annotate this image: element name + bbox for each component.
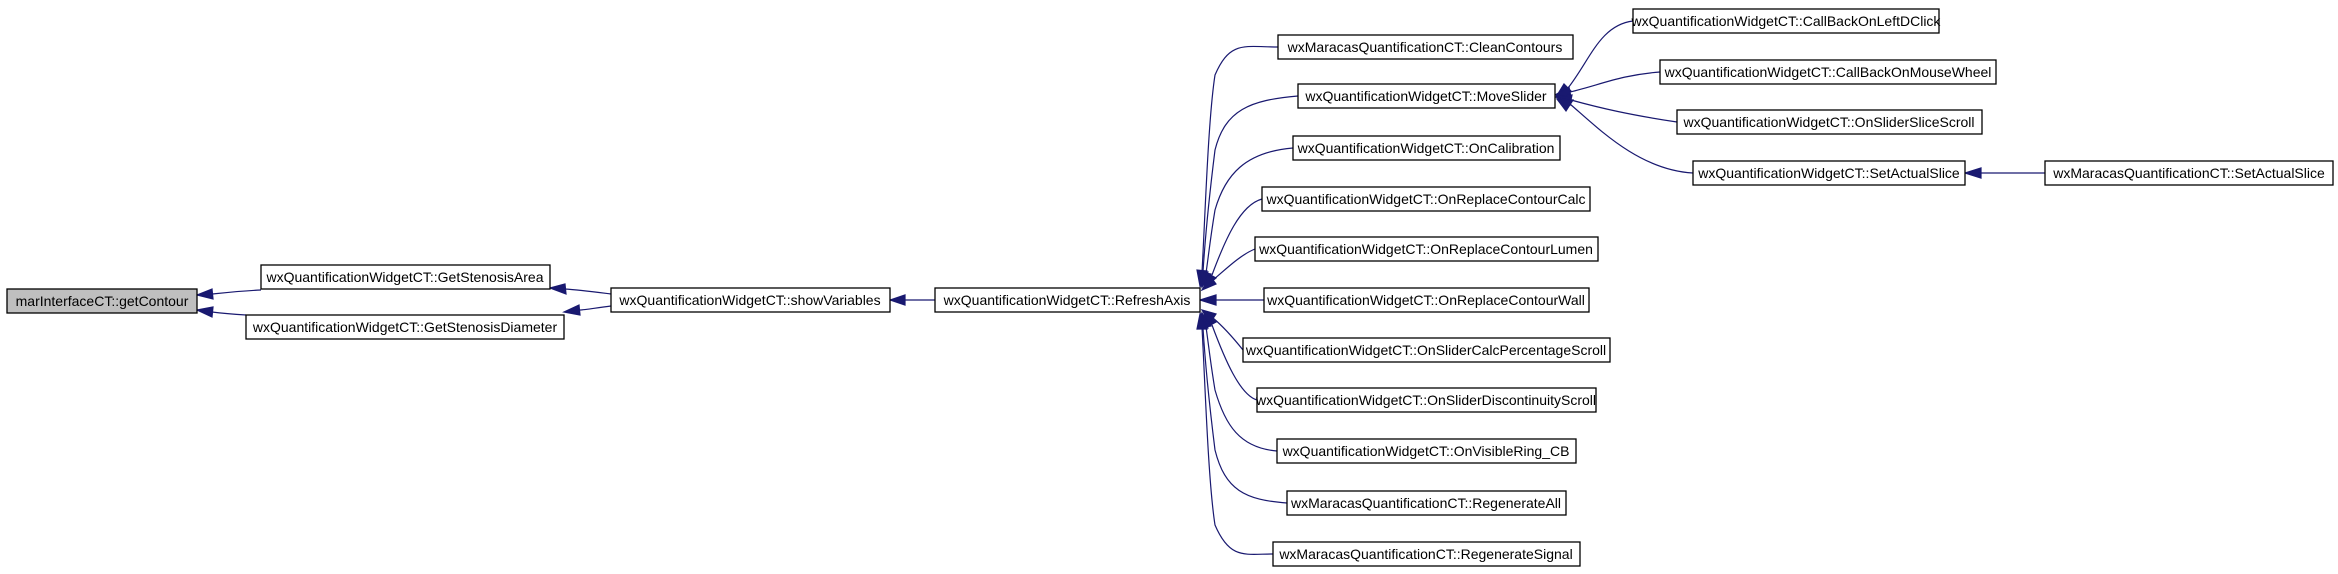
svg-text:wxQuantificationWidgetCT::OnRe: wxQuantificationWidgetCT::OnReplaceConto… bbox=[1266, 292, 1585, 308]
edge-setactualslice-to-moveslider bbox=[1555, 98, 1694, 174]
svg-text:wxMaracasQuantificationCT::Reg: wxMaracasQuantificationCT::RegenerateAll bbox=[1290, 495, 1561, 511]
edge-onreplacecontourlumen-to-refreshaxis bbox=[1200, 248, 1256, 292]
node-onsliderdiscontinuityscroll[interactable]: wxQuantificationWidgetCT::OnSliderDiscon… bbox=[1255, 387, 1597, 413]
edge-regeneratesignal-to-refreshaxis bbox=[1196, 312, 1274, 555]
svg-text:wxMaracasQuantificationCT::Cle: wxMaracasQuantificationCT::CleanContours bbox=[1287, 39, 1563, 55]
svg-text:wxQuantificationWidgetCT::Call: wxQuantificationWidgetCT::CallBackOnMous… bbox=[1664, 64, 1992, 80]
node-oncalibration[interactable]: wxQuantificationWidgetCT::OnCalibration bbox=[1292, 135, 1561, 161]
node-callbackonmousewheel[interactable]: wxQuantificationWidgetCT::CallBackOnMous… bbox=[1659, 59, 1997, 85]
node-maracas-setactualslice[interactable]: wxMaracasQuantificationCT::SetActualSlic… bbox=[2044, 160, 2334, 186]
edge-onreplacecontourwall-to-refreshaxis bbox=[1197, 294, 1264, 306]
nodes: marInterfaceCT::getContour wxQuantificat… bbox=[6, 8, 2334, 567]
edge-getstenosisdiameter-to-getcontour bbox=[195, 306, 247, 318]
edge-onsliderslicescroll-to-moveslider bbox=[1554, 94, 1678, 123]
node-regeneratesignal[interactable]: wxMaracasQuantificationCT::RegenerateSig… bbox=[1272, 541, 1581, 567]
node-cleancontours[interactable]: wxMaracasQuantificationCT::CleanContours bbox=[1277, 34, 1574, 60]
edges bbox=[195, 20, 2045, 555]
node-regenerateall[interactable]: wxMaracasQuantificationCT::RegenerateAll bbox=[1286, 490, 1567, 516]
svg-text:wxQuantificationWidgetCT::show: wxQuantificationWidgetCT::showVariables bbox=[618, 292, 880, 308]
edge-showvariables-to-getstenosisarea bbox=[548, 283, 612, 295]
edge-onreplacecontourcalc-to-refreshaxis bbox=[1203, 198, 1263, 290]
svg-text:wxQuantificationWidgetCT::Move: wxQuantificationWidgetCT::MoveSlider bbox=[1304, 88, 1547, 104]
node-onreplacecontourcalc[interactable]: wxQuantificationWidgetCT::OnReplaceConto… bbox=[1261, 186, 1591, 212]
svg-text:wxQuantificationWidgetCT::OnRe: wxQuantificationWidgetCT::OnReplaceConto… bbox=[1265, 191, 1585, 207]
node-showvariables[interactable]: wxQuantificationWidgetCT::showVariables bbox=[610, 287, 891, 313]
node-onslidercalcpercentagescroll[interactable]: wxQuantificationWidgetCT::OnSliderCalcPe… bbox=[1242, 337, 1611, 363]
node-onreplacecontourlumen[interactable]: wxQuantificationWidgetCT::OnReplaceConto… bbox=[1254, 236, 1599, 262]
node-marinterfacect-getcontour: marInterfaceCT::getContour bbox=[6, 288, 198, 314]
node-getstenosisarea[interactable]: wxQuantificationWidgetCT::GetStenosisAre… bbox=[260, 264, 551, 290]
svg-text:wxQuantificationWidgetCT::OnSl: wxQuantificationWidgetCT::OnSliderDiscon… bbox=[1255, 392, 1596, 408]
edge-showvariables-to-getstenosisdiameter bbox=[562, 304, 612, 316]
svg-text:wxQuantificationWidgetCT::GetS: wxQuantificationWidgetCT::GetStenosisDia… bbox=[252, 319, 558, 335]
node-moveslider[interactable]: wxQuantificationWidgetCT::MoveSlider bbox=[1297, 83, 1556, 109]
svg-text:wxQuantificationWidgetCT::OnSl: wxQuantificationWidgetCT::OnSliderSliceS… bbox=[1683, 114, 1975, 130]
node-onreplacecontourwall[interactable]: wxQuantificationWidgetCT::OnReplaceConto… bbox=[1263, 287, 1590, 313]
svg-text:wxQuantificationWidgetCT::SetA: wxQuantificationWidgetCT::SetActualSlice bbox=[1697, 165, 1960, 181]
svg-text:wxMaracasQuantificationCT::Set: wxMaracasQuantificationCT::SetActualSlic… bbox=[2052, 165, 2325, 181]
node-onvisibleringcb[interactable]: wxQuantificationWidgetCT::OnVisibleRing_… bbox=[1276, 438, 1577, 464]
node-callbackonleftdclick[interactable]: wxQuantificationWidgetCT::CallBackOnLeft… bbox=[1631, 8, 1942, 34]
node-getstenosisdiameter[interactable]: wxQuantificationWidgetCT::GetStenosisDia… bbox=[245, 314, 565, 340]
edge-getstenosisarea-to-getcontour bbox=[195, 288, 262, 300]
node-refreshaxis[interactable]: wxQuantificationWidgetCT::RefreshAxis bbox=[934, 287, 1201, 313]
svg-text:wxQuantificationWidgetCT::OnRe: wxQuantificationWidgetCT::OnReplaceConto… bbox=[1258, 241, 1593, 257]
node-setactualslice[interactable]: wxQuantificationWidgetCT::SetActualSlice bbox=[1692, 160, 1966, 186]
svg-text:wxQuantificationWidgetCT::OnSl: wxQuantificationWidgetCT::OnSliderCalcPe… bbox=[1245, 342, 1606, 358]
svg-text:wxQuantificationWidgetCT::OnVi: wxQuantificationWidgetCT::OnVisibleRing_… bbox=[1282, 443, 1570, 459]
edge-refreshaxis-to-showvariables bbox=[888, 294, 935, 306]
svg-text:wxMaracasQuantificationCT::Reg: wxMaracasQuantificationCT::RegenerateSig… bbox=[1278, 546, 1572, 562]
edge-maracassetactualslice-to-setactualslice bbox=[1962, 167, 2045, 179]
svg-text:marInterfaceCT::getContour: marInterfaceCT::getContour bbox=[16, 293, 189, 309]
svg-text:wxQuantificationWidgetCT::Call: wxQuantificationWidgetCT::CallBackOnLeft… bbox=[1631, 13, 1942, 29]
svg-text:wxQuantificationWidgetCT::GetS: wxQuantificationWidgetCT::GetStenosisAre… bbox=[265, 269, 543, 285]
svg-text:wxQuantificationWidgetCT::OnCa: wxQuantificationWidgetCT::OnCalibration bbox=[1297, 140, 1555, 156]
node-onsliderslicescroll[interactable]: wxQuantificationWidgetCT::OnSliderSliceS… bbox=[1676, 109, 1983, 135]
svg-text:wxQuantificationWidgetCT::Refr: wxQuantificationWidgetCT::RefreshAxis bbox=[943, 292, 1191, 308]
